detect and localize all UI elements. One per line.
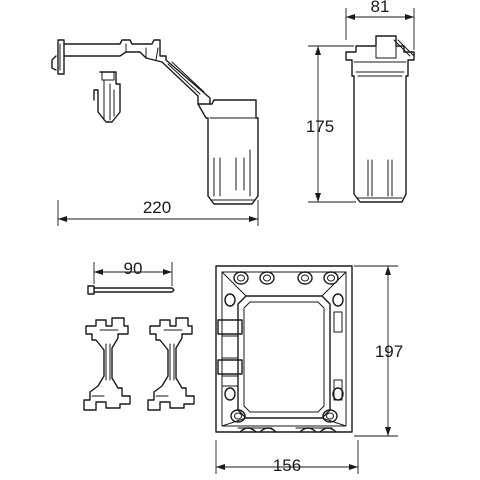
dimension-rod-length: 90	[93, 259, 173, 286]
dimension-label-197: 197	[375, 342, 403, 361]
dimension-frame-height: 197	[354, 265, 403, 437]
bracket-side-view	[51, 39, 259, 205]
dimension-box-depth: 81	[345, 0, 415, 50]
clip-part	[93, 71, 121, 123]
box-front-view	[345, 35, 415, 203]
dimension-frame-width: 156	[215, 440, 359, 475]
dimension-label-175: 175	[306, 117, 334, 136]
dimension-box-height: 175	[306, 45, 356, 203]
mounting-frame	[215, 265, 353, 433]
rod-part	[87, 285, 175, 295]
dimension-bracket-width: 220	[57, 198, 259, 226]
dimension-label-90: 90	[124, 259, 143, 278]
dimension-label-81: 81	[371, 0, 390, 16]
dimension-label-156: 156	[273, 456, 301, 475]
clamp-right	[147, 317, 195, 411]
clamp-left	[83, 317, 131, 411]
dimension-label-220: 220	[143, 198, 171, 217]
